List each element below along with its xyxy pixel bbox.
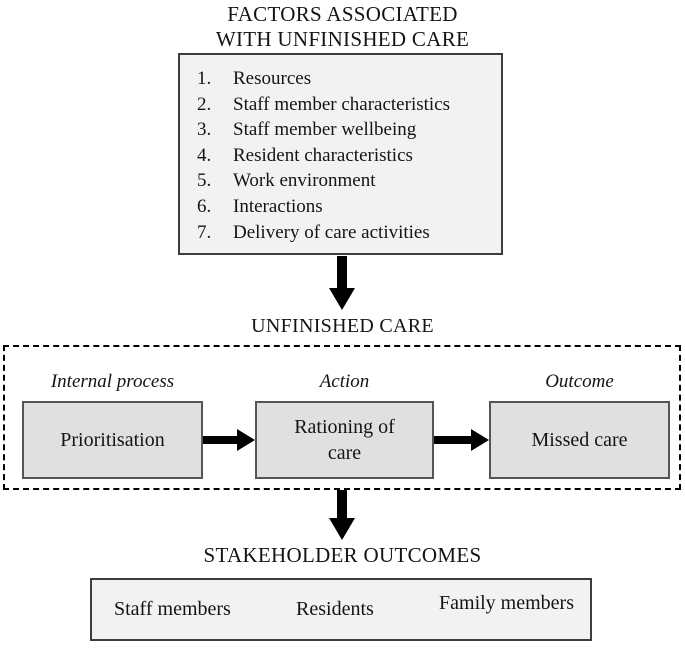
factor-label: Work environment — [233, 170, 376, 192]
factor-number: 1. — [197, 68, 212, 89]
stage-label: Internal process — [50, 371, 175, 392]
factor-label: Resident characteristics — [233, 144, 413, 166]
stage-label: Outcome — [545, 371, 614, 392]
factor-item: 2. Staff member characteristics — [180, 92, 501, 118]
arrow-right-icon — [434, 429, 489, 451]
arrow-down-icon — [329, 256, 355, 310]
factor-number: 7. — [197, 221, 212, 243]
stage-internal-process: Internal process Prioritisation — [22, 369, 203, 479]
factor-item: 1. Resources — [180, 66, 501, 92]
factor-label: Staff member wellbeing — [233, 119, 417, 141]
arrow-right-icon — [203, 429, 255, 451]
prioritisation-box: Prioritisation — [22, 401, 203, 479]
unfinished-care-heading: UNFINISHED CARE — [251, 315, 434, 337]
factor-item: 5. Work environment — [180, 168, 501, 194]
arrow-head — [471, 429, 489, 451]
factors-title: FACTORS ASSOCIATED WITH UNFINISHED CARE — [0, 2, 685, 52]
factor-number: 4. — [197, 144, 212, 166]
arrow-head — [237, 429, 255, 451]
stage-action: Action Rationing of care — [255, 369, 434, 479]
stage-box-label: Prioritisation — [60, 429, 165, 451]
stakeholder-outcomes-panel: Staff members Residents Family members — [90, 578, 592, 641]
stage-label: Action — [319, 371, 370, 392]
factors-panel: 1. Resources 2. Staff member characteris… — [178, 53, 503, 255]
arrow-stem — [203, 436, 239, 444]
stage-box-label: Rationing of care — [294, 416, 395, 464]
stakeholder-outcomes-heading: STAKEHOLDER OUTCOMES — [203, 543, 482, 567]
factor-number: 5. — [197, 170, 212, 192]
factor-number: 2. — [197, 93, 212, 115]
stakeholder-residents: Residents — [296, 598, 374, 620]
stage-box-label: Missed care — [531, 429, 628, 451]
factor-label: Resources — [233, 68, 312, 89]
factors-title-line1: FACTORS ASSOCIATED — [227, 2, 458, 26]
arrow-stem — [337, 256, 347, 288]
arrow-head — [329, 288, 355, 310]
factor-number: 3. — [197, 119, 212, 141]
factor-item: 6. Interactions — [180, 194, 501, 220]
missed-care-box: Missed care — [489, 401, 670, 479]
factor-label: Staff member characteristics — [233, 93, 450, 115]
factor-label: Interactions — [233, 195, 323, 217]
stage-outcome: Outcome Missed care — [489, 369, 670, 479]
factor-item: 3. Staff member wellbeing — [180, 117, 501, 143]
unfinished-care-container: Internal process Prioritisation Action R… — [3, 345, 681, 490]
stakeholder-staff-members: Staff members — [114, 598, 231, 620]
factors-title-line2: WITH UNFINISHED CARE — [215, 27, 470, 51]
arrow-down-icon — [329, 490, 355, 540]
factor-label: Delivery of care activities — [233, 221, 430, 243]
rationing-of-care-box: Rationing of care — [255, 401, 434, 479]
factor-item: 4. Resident characteristics — [180, 143, 501, 169]
factor-number: 6. — [197, 195, 212, 217]
factor-item: 7. Delivery of care activities — [180, 220, 501, 246]
stakeholder-family-members: Family members — [439, 592, 574, 614]
arrow-head — [329, 518, 355, 540]
arrow-stem — [337, 490, 347, 518]
arrow-stem — [434, 436, 473, 444]
